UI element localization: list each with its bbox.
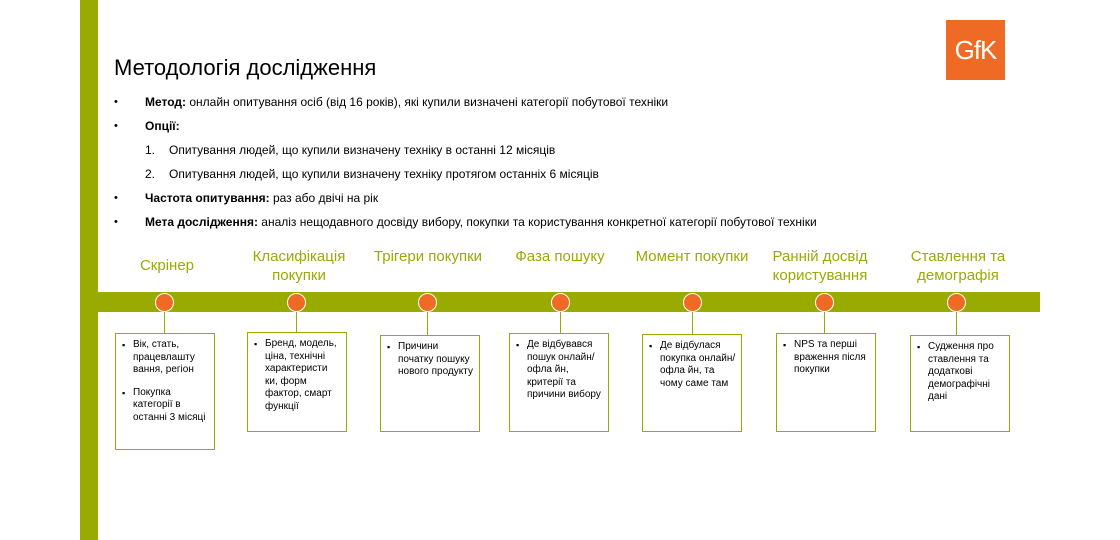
bullet-dot: • [114, 192, 118, 204]
method-label: Метод: [145, 95, 187, 109]
option-text: Опитування людей, що купили визначену те… [169, 167, 599, 181]
goal-text: аналіз нещодавного досвіду вибору, покуп… [257, 215, 817, 229]
timeline-node [287, 293, 306, 312]
connector-line [296, 312, 297, 332]
stage-label-search: Фаза пошуку [515, 248, 605, 265]
method-text: онлайн опитування осіб (від 16 років), я… [186, 95, 669, 109]
connector-line [427, 312, 428, 335]
options-label: Опції: [145, 119, 180, 133]
connector-line [692, 312, 693, 334]
goal-label: Мета дослідження: [145, 215, 258, 229]
frequency-text: раз або двічі на рік [269, 191, 379, 205]
stage-label-early-experience: Ранній досвід користування [772, 248, 868, 284]
list-item: Де відбувався пошук онлайн/офла йн, крит… [516, 339, 604, 402]
method-bullet: • Метод: онлайн опитування осіб (від 16 … [114, 90, 1074, 114]
stage-box-screener: Вік, стать, працевлашту вання, регіон По… [115, 333, 215, 450]
timeline-node [947, 293, 966, 312]
list-item: Покупка категорії в останні 3 місяці [122, 387, 210, 425]
goal-bullet: • Мета дослідження: аналіз нещодавного д… [114, 210, 1074, 234]
bullet-dot: • [114, 120, 118, 132]
connector-line [560, 312, 561, 333]
option-number: 1. [145, 143, 156, 157]
list-item: Бренд, модель, ціна, технічні характерис… [254, 338, 342, 413]
stage-label-attitude: Ставлення та демографія [910, 248, 1006, 284]
gfk-logo: GfK [946, 20, 1005, 80]
list-item: Вік, стать, працевлашту вання, регіон [122, 339, 210, 377]
frequency-label: Частота опитування: [145, 191, 270, 205]
stage-box-early-experience: NPS та перші враження після покупки [776, 333, 876, 432]
connector-line [956, 312, 957, 335]
methodology-list: • Метод: онлайн опитування осіб (від 16 … [114, 90, 1074, 234]
stage-label-purchase-moment: Момент покупки [635, 248, 749, 265]
list-item: Судження про ставлення та додаткові демо… [917, 341, 1005, 404]
left-accent-bar [80, 0, 98, 540]
stage-label-triggers: Трігери покупки [373, 248, 483, 265]
stage-label-classification: Класифікація покупки [252, 248, 346, 284]
frequency-bullet: • Частота опитування: раз або двічі на р… [114, 186, 1074, 210]
connector-line [824, 312, 825, 333]
option-number: 2. [145, 167, 156, 181]
bullet-dot: • [114, 96, 118, 108]
option-text: Опитування людей, що купили визначену те… [169, 143, 556, 157]
connector-line [164, 312, 165, 333]
timeline-node [683, 293, 702, 312]
bullet-dot: • [114, 216, 118, 228]
stage-box-triggers: Причини початку пошуку нового продукту [380, 335, 480, 432]
stage-box-attitude: Судження про ставлення та додаткові демо… [910, 335, 1010, 432]
timeline-node [551, 293, 570, 312]
options-bullet: • Опції: [114, 114, 1074, 138]
stage-box-purchase-moment: Де відбулася покупка онлайн/офла йн, та … [642, 334, 742, 432]
stage-box-classification: Бренд, модель, ціна, технічні характерис… [247, 332, 347, 432]
list-item: NPS та перші враження після покупки [783, 339, 871, 377]
list-item: Причини початку пошуку нового продукту [387, 341, 475, 379]
timeline-node [418, 293, 437, 312]
list-item: Де відбулася покупка онлайн/офла йн, та … [649, 340, 737, 390]
stage-box-search: Де відбувався пошук онлайн/офла йн, крит… [509, 333, 609, 432]
stage-label-screener: Скрінер [139, 257, 195, 274]
page-title: Методологія дослідження [114, 55, 377, 80]
timeline-node [155, 293, 174, 312]
option-item-1: 1. Опитування людей, що купили визначену… [114, 138, 1074, 162]
timeline-node [815, 293, 834, 312]
option-item-2: 2. Опитування людей, що купили визначену… [114, 162, 1074, 186]
